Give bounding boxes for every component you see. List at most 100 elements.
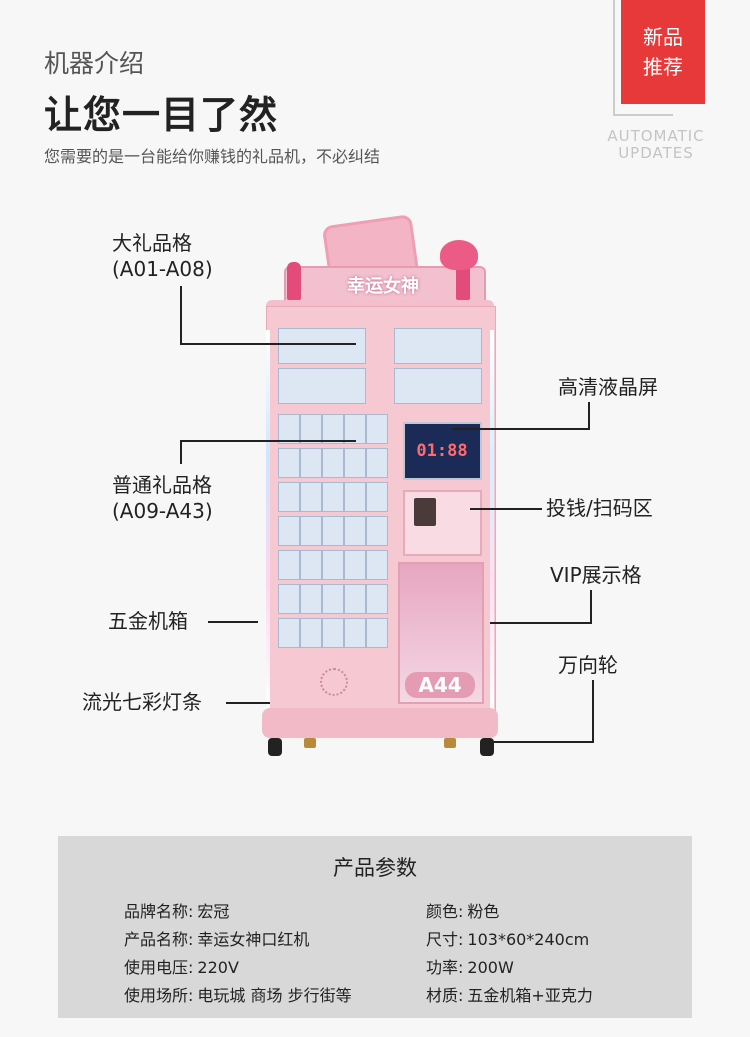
leader-wheels-v <box>592 680 594 742</box>
spec-row: 使用电压:220V <box>124 954 239 978</box>
label-normal-cells: 普通礼品格 (A09-A43) <box>112 472 213 524</box>
normal-cell <box>322 584 344 614</box>
leader-payment <box>470 508 542 510</box>
label-large-cells: 大礼品格 (A01-A08) <box>112 230 213 282</box>
label-light: 流光七彩灯条 <box>82 690 202 714</box>
auto-line-1: AUTOMATIC <box>607 127 705 145</box>
bill-slot <box>414 498 436 526</box>
badge-frame-bottom <box>613 114 673 116</box>
normal-cell <box>344 482 366 512</box>
spec-value: 103*60*240cm <box>467 930 590 949</box>
spec-row: 尺寸:103*60*240cm <box>426 926 589 950</box>
badge-line-2: 推荐 <box>643 55 683 79</box>
label-payment: 投钱/扫码区 <box>546 496 653 520</box>
spec-key: 材质: <box>426 986 464 1005</box>
normal-cells-grid <box>278 414 388 650</box>
label-large-cells-line1: 大礼品格 <box>112 231 192 255</box>
auto-line-2: UPDATES <box>618 144 694 162</box>
normal-cell <box>300 448 322 478</box>
heart-sign <box>440 240 478 270</box>
spec-value: 200W <box>467 958 514 977</box>
leader-lcd-v <box>588 402 590 430</box>
spec-row: 材质:五金机箱+亚克力 <box>426 982 593 1006</box>
badge-line-1: 新品 <box>643 25 683 49</box>
normal-cell <box>278 618 300 648</box>
spec-value: 幸运女神口红机 <box>197 930 310 949</box>
tagline: 您需要的是一台能给你赚钱的礼品机，不必纠结 <box>44 147 381 166</box>
normal-cell <box>344 414 366 444</box>
spec-key: 颜色: <box>426 902 464 921</box>
leader-hardware <box>208 621 258 623</box>
normal-cell <box>278 550 300 580</box>
automatic-updates-text: AUTOMATIC UPDATES <box>606 128 706 162</box>
leader-light <box>226 702 270 704</box>
section-subtitle: 机器介绍 <box>44 49 145 78</box>
normal-cell <box>344 448 366 478</box>
spec-value: 220V <box>197 958 239 977</box>
label-wheels: 万向轮 <box>558 653 618 677</box>
spec-key: 功率: <box>426 958 464 977</box>
spec-value: 五金机箱+亚克力 <box>467 986 593 1005</box>
spec-row: 功率:200W <box>426 954 514 978</box>
new-product-badge: 新品 推荐 <box>621 0 705 104</box>
label-lcd: 高清液晶屏 <box>558 375 658 399</box>
spec-key: 品牌名称: <box>124 902 194 921</box>
normal-cell <box>344 550 366 580</box>
large-cell <box>394 368 482 404</box>
leader-large-v <box>180 286 182 344</box>
large-cell <box>278 328 366 364</box>
normal-cell <box>278 448 300 478</box>
wheel-left <box>268 738 282 756</box>
label-hardware: 五金机箱 <box>108 609 188 633</box>
normal-cell <box>300 482 322 512</box>
normal-cell <box>278 482 300 512</box>
spec-key: 使用场所: <box>124 986 194 1005</box>
light-strip-left <box>266 330 270 710</box>
normal-cell <box>366 550 388 580</box>
spec-value: 粉色 <box>467 902 500 921</box>
leader-wheels-h <box>494 741 594 743</box>
leader-normal-v <box>180 440 182 464</box>
label-vip: VIP展示格 <box>550 563 642 587</box>
leader-vip-h <box>490 622 592 624</box>
normal-cell <box>366 448 388 478</box>
spec-key: 产品名称: <box>124 930 194 949</box>
normal-cell <box>366 414 388 444</box>
spec-value: 电玩城 商场 步行街等 <box>197 986 352 1005</box>
normal-cell <box>300 414 322 444</box>
label-normal-cells-line1: 普通礼品格 <box>112 473 212 497</box>
normal-cell <box>322 516 344 546</box>
normal-cell <box>366 482 388 512</box>
label-large-cells-line2: (A01-A08) <box>112 257 213 281</box>
leader-lcd-h <box>452 428 590 430</box>
machine-sign: 幸运女神 <box>347 276 419 297</box>
normal-cell <box>322 448 344 478</box>
normal-cell <box>300 516 322 546</box>
spec-row: 品牌名称:宏冠 <box>124 898 229 922</box>
page-title: 让您一目了然 <box>44 93 279 137</box>
lcd-screen <box>403 422 482 480</box>
normal-cell <box>278 516 300 546</box>
normal-cell <box>366 618 388 648</box>
normal-cell <box>344 516 366 546</box>
machine-base <box>262 708 498 738</box>
spec-key: 尺寸: <box>426 930 464 949</box>
spec-key: 使用电压: <box>124 958 194 977</box>
speaker-grille <box>320 668 348 696</box>
leader-vip-v <box>590 590 592 624</box>
normal-cell <box>300 550 322 580</box>
spec-row: 使用场所:电玩城 商场 步行街等 <box>124 982 352 1006</box>
normal-cell <box>278 584 300 614</box>
spec-title: 产品参数 <box>333 856 417 880</box>
foot-right <box>444 738 456 748</box>
badge-frame <box>613 0 615 116</box>
light-strip-right <box>490 330 494 710</box>
large-cell <box>278 368 366 404</box>
wheel-right <box>480 738 494 756</box>
label-normal-cells-line2: (A09-A43) <box>112 499 213 523</box>
spec-row: 产品名称:幸运女神口红机 <box>124 926 309 950</box>
normal-cell <box>344 618 366 648</box>
vip-label: A44 <box>405 672 475 698</box>
leader-large-h <box>180 343 356 345</box>
spec-panel: 产品参数 品牌名称:宏冠 颜色:粉色 产品名称:幸运女神口红机 尺寸:103*6… <box>58 836 692 1018</box>
